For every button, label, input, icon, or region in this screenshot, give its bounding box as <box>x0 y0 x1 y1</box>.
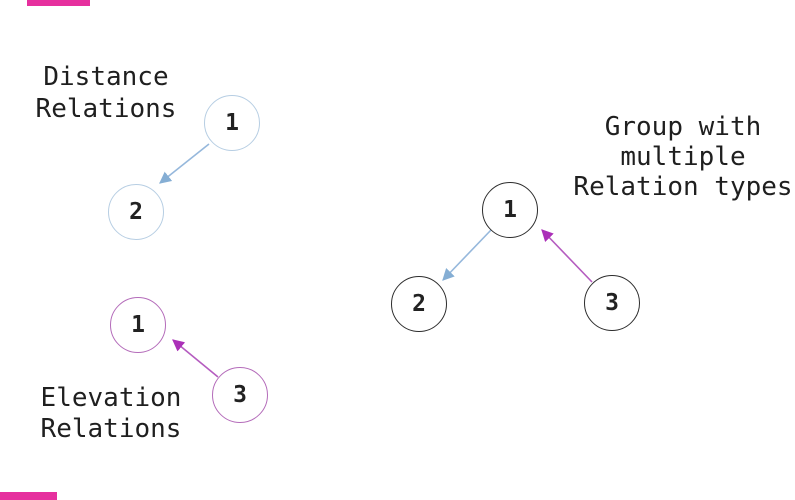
elevation-relations-label: Elevation Relations <box>40 383 182 444</box>
node-circle-elevation-3: 3 <box>212 367 268 423</box>
accent-strip-top <box>27 0 90 6</box>
node-circle-multi-3: 3 <box>584 275 640 331</box>
node-circle-multi-2: 2 <box>391 276 447 332</box>
arrow-distance-1-to-2 <box>159 143 210 184</box>
arrow-multi-1-to-2 <box>442 229 492 281</box>
arrow-elevation-3-to-1 <box>172 339 219 378</box>
node-circle-distance-1: 1 <box>204 95 260 151</box>
arrow-multi-3-to-1 <box>541 229 593 283</box>
node-circle-distance-2: 2 <box>108 184 164 240</box>
node-number: 3 <box>605 290 619 316</box>
node-number: 1 <box>131 312 145 338</box>
node-number: 2 <box>129 199 143 225</box>
multi-relation-group-label: Group with multiple Relation types <box>573 112 793 202</box>
accent-strip-bottom <box>0 492 57 500</box>
distance-relations-label: Distance Relations <box>35 62 177 124</box>
node-number: 2 <box>412 291 426 317</box>
node-circle-multi-1: 1 <box>482 182 538 238</box>
node-number: 3 <box>233 382 247 408</box>
node-circle-elevation-1: 1 <box>110 297 166 353</box>
node-number: 1 <box>225 110 239 136</box>
node-number: 1 <box>503 197 517 223</box>
